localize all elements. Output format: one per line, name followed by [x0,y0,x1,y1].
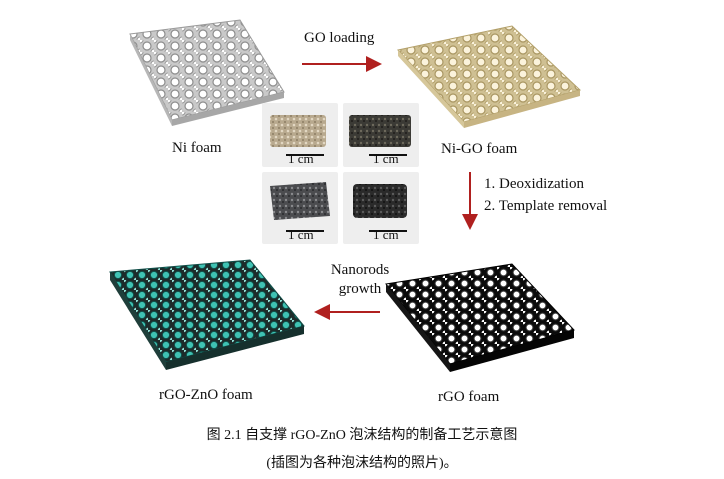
rgo-zno-foam-illustration [109,259,305,370]
rgo-zno-foam-label: rGO-ZnO foam [159,387,253,403]
nanorods-growth-arrow [314,304,380,320]
photo-ni-go-foam: 1 cm [343,103,419,167]
figure-caption: 图 2.1 自支撑 rGO-ZnO 泡沫结构的制备工艺示意图 [206,428,518,443]
ni-go-foam-label: Ni-GO foam [441,141,518,157]
deoxidization-arrow [462,172,478,230]
nanorods-label-line1: Nanorods [330,262,390,278]
photo-scale-label: 1 cm [373,151,399,166]
photo-ni-foam: 1 cm [262,103,338,167]
step-2-label: 2. Template removal [484,198,608,214]
photo-scale-label: 1 cm [288,227,314,242]
go-loading-arrow [302,56,382,72]
ni-foam-label: Ni foam [172,140,222,156]
photo-rgo-foam: 1 cm [343,172,419,244]
rgo-foam-illustration [385,263,575,372]
nanorods-label-line2: growth [338,281,382,297]
step-1-label: 1. Deoxidization [484,176,584,192]
figure-subcaption: (插图为各种泡沫结构的照片)。 [266,456,458,471]
ni-go-foam-illustration [397,25,581,128]
ni-foam-illustration [129,19,285,126]
go-loading-label: GO loading [304,30,375,46]
photo-scale-label: 1 cm [288,151,314,166]
photo-deoxidized-foam: 1 cm [262,172,338,244]
photo-scale-label: 1 cm [373,227,399,242]
rgo-foam-label: rGO foam [438,389,500,405]
